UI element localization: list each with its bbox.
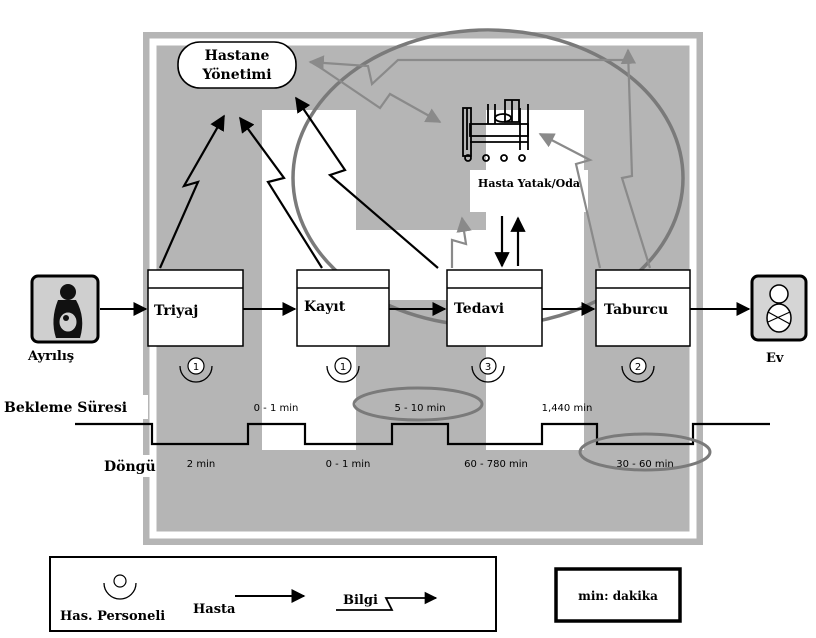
process-step-tedavi: Tedavi <box>447 270 542 346</box>
legend-patient-label: Hasta <box>193 602 236 617</box>
pregnant-woman-icon <box>32 276 98 342</box>
process-step-triyaj: Triyaj <box>148 270 243 346</box>
wait-time-2: 5 - 10 min <box>394 403 445 414</box>
cycle-time-2: 0 - 1 min <box>326 459 371 470</box>
management-line1: Hastane <box>205 48 270 64</box>
staff-count: 1 <box>340 362 346 373</box>
cycle-time-1: 2 min <box>187 459 215 470</box>
unit-note: min: dakika <box>578 589 658 603</box>
step-label: Tedavi <box>454 301 504 317</box>
bed-label: Hasta Yatak/Oda <box>478 177 580 190</box>
step-label: Kayıt <box>304 299 346 315</box>
wait-time-1: 0 - 1 min <box>254 403 299 414</box>
end-label: Ev <box>766 351 784 366</box>
staff-count: 1 <box>193 362 199 373</box>
baby-icon <box>752 276 806 340</box>
staff-count: 3 <box>485 362 491 373</box>
staff-count: 2 <box>635 362 641 373</box>
unit-note-box: min: dakika <box>556 569 680 621</box>
step-label: Triyaj <box>154 303 198 319</box>
cycle-time-3: 60 - 780 min <box>464 459 528 470</box>
wait-time-3: 1,440 min <box>542 403 593 414</box>
legend: Has. Personeli Hasta Bilgi <box>50 557 496 631</box>
cycle-time-title: Döngü <box>104 459 156 475</box>
step-label: Taburcu <box>604 302 668 318</box>
legend-staff-label: Has. Personeli <box>60 609 165 624</box>
wait-time-title: Bekleme Süresi <box>4 400 127 416</box>
process-step-kayit: Kayıt <box>297 270 389 346</box>
start-label: Ayrılış <box>27 349 74 364</box>
legend-info-label: Bilgi <box>343 593 378 608</box>
process-step-taburcu: Taburcu <box>596 270 690 346</box>
management-box: Hastane Yönetimi <box>178 42 296 88</box>
management-line2: Yönetimi <box>201 67 271 83</box>
